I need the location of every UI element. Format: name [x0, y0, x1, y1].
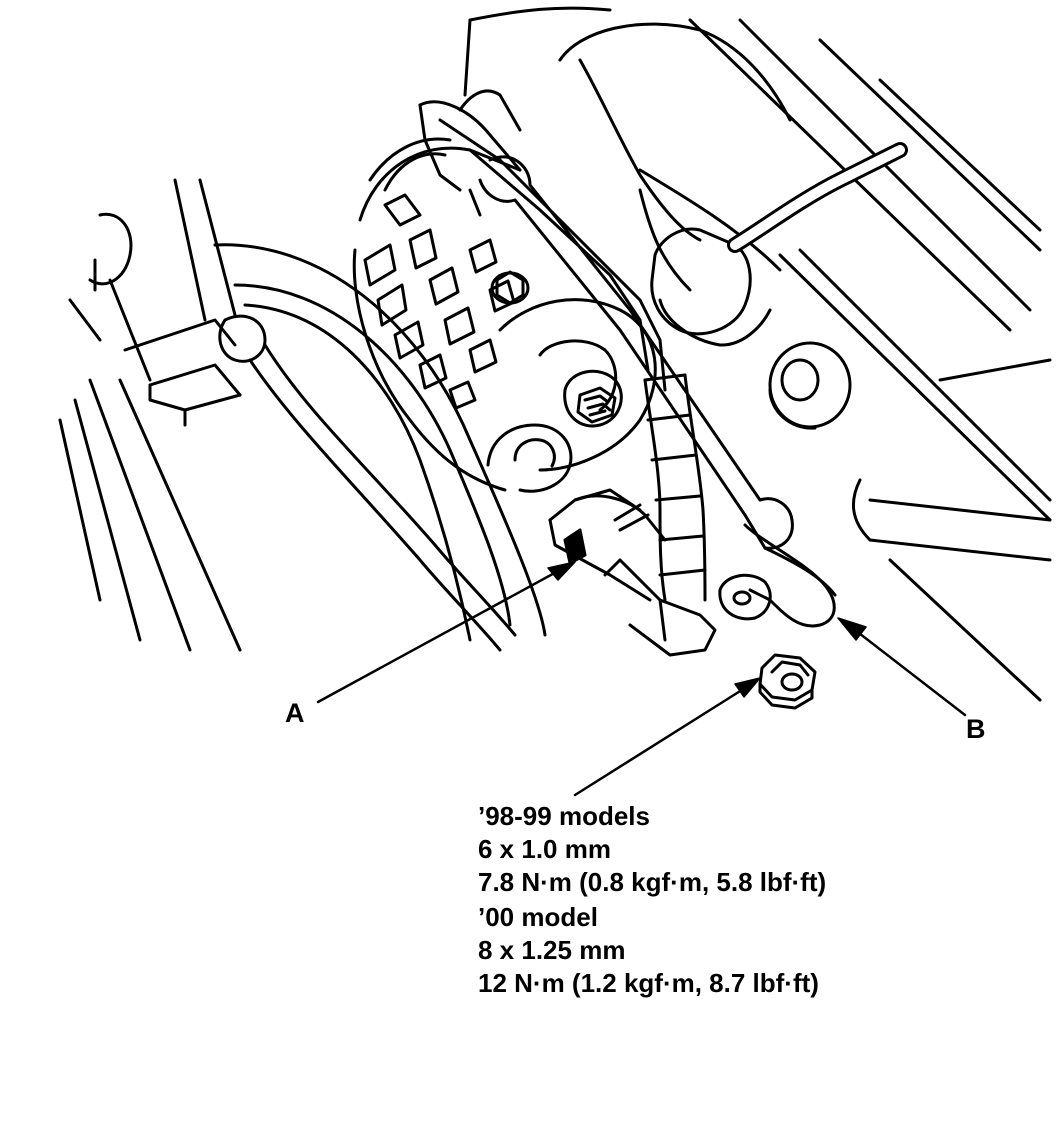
engine-block-outline: [463, 6, 1052, 702]
callout-label-a: A: [285, 698, 305, 728]
b-terminal-stud: [563, 369, 623, 428]
wire-harness-main: [418, 89, 707, 602]
leader-line-nut: [573, 677, 761, 797]
alternator-body: [352, 137, 522, 492]
spec-model-2: ’00 model: [478, 902, 598, 932]
torque-spec-block: ’98-99 models 6 x 1.0 mm 7.8 N·m (0.8 kg…: [478, 800, 826, 1000]
spec-torque-1: 7.8 N·m (0.8 kgf·m, 5.8 lbf·ft): [478, 867, 827, 897]
engine-boss: [768, 341, 852, 430]
alternator-bolt: [490, 270, 530, 305]
b-cable: [478, 155, 837, 628]
wire-harness-left: [218, 314, 517, 652]
spec-size-1: 6 x 1.0 mm: [478, 834, 611, 864]
ignition-wire-boot: [650, 142, 908, 347]
spec-size-2: 8 x 1.25 mm: [478, 935, 626, 965]
spec-torque-2: 12 N·m (1.2 kgf·m, 8.7 lbf·ft): [478, 968, 819, 998]
leader-line-a: [316, 561, 576, 704]
leader-line-b: [837, 617, 967, 717]
connector-a: [548, 488, 717, 657]
callout-label-b: B: [966, 714, 986, 744]
spec-model-1: ’98-99 models: [478, 801, 650, 831]
ring-terminal: [718, 573, 772, 621]
drive-belt: [58, 178, 547, 652]
alternator-rear-housing: [486, 298, 657, 493]
flange-nut: [758, 653, 817, 710]
